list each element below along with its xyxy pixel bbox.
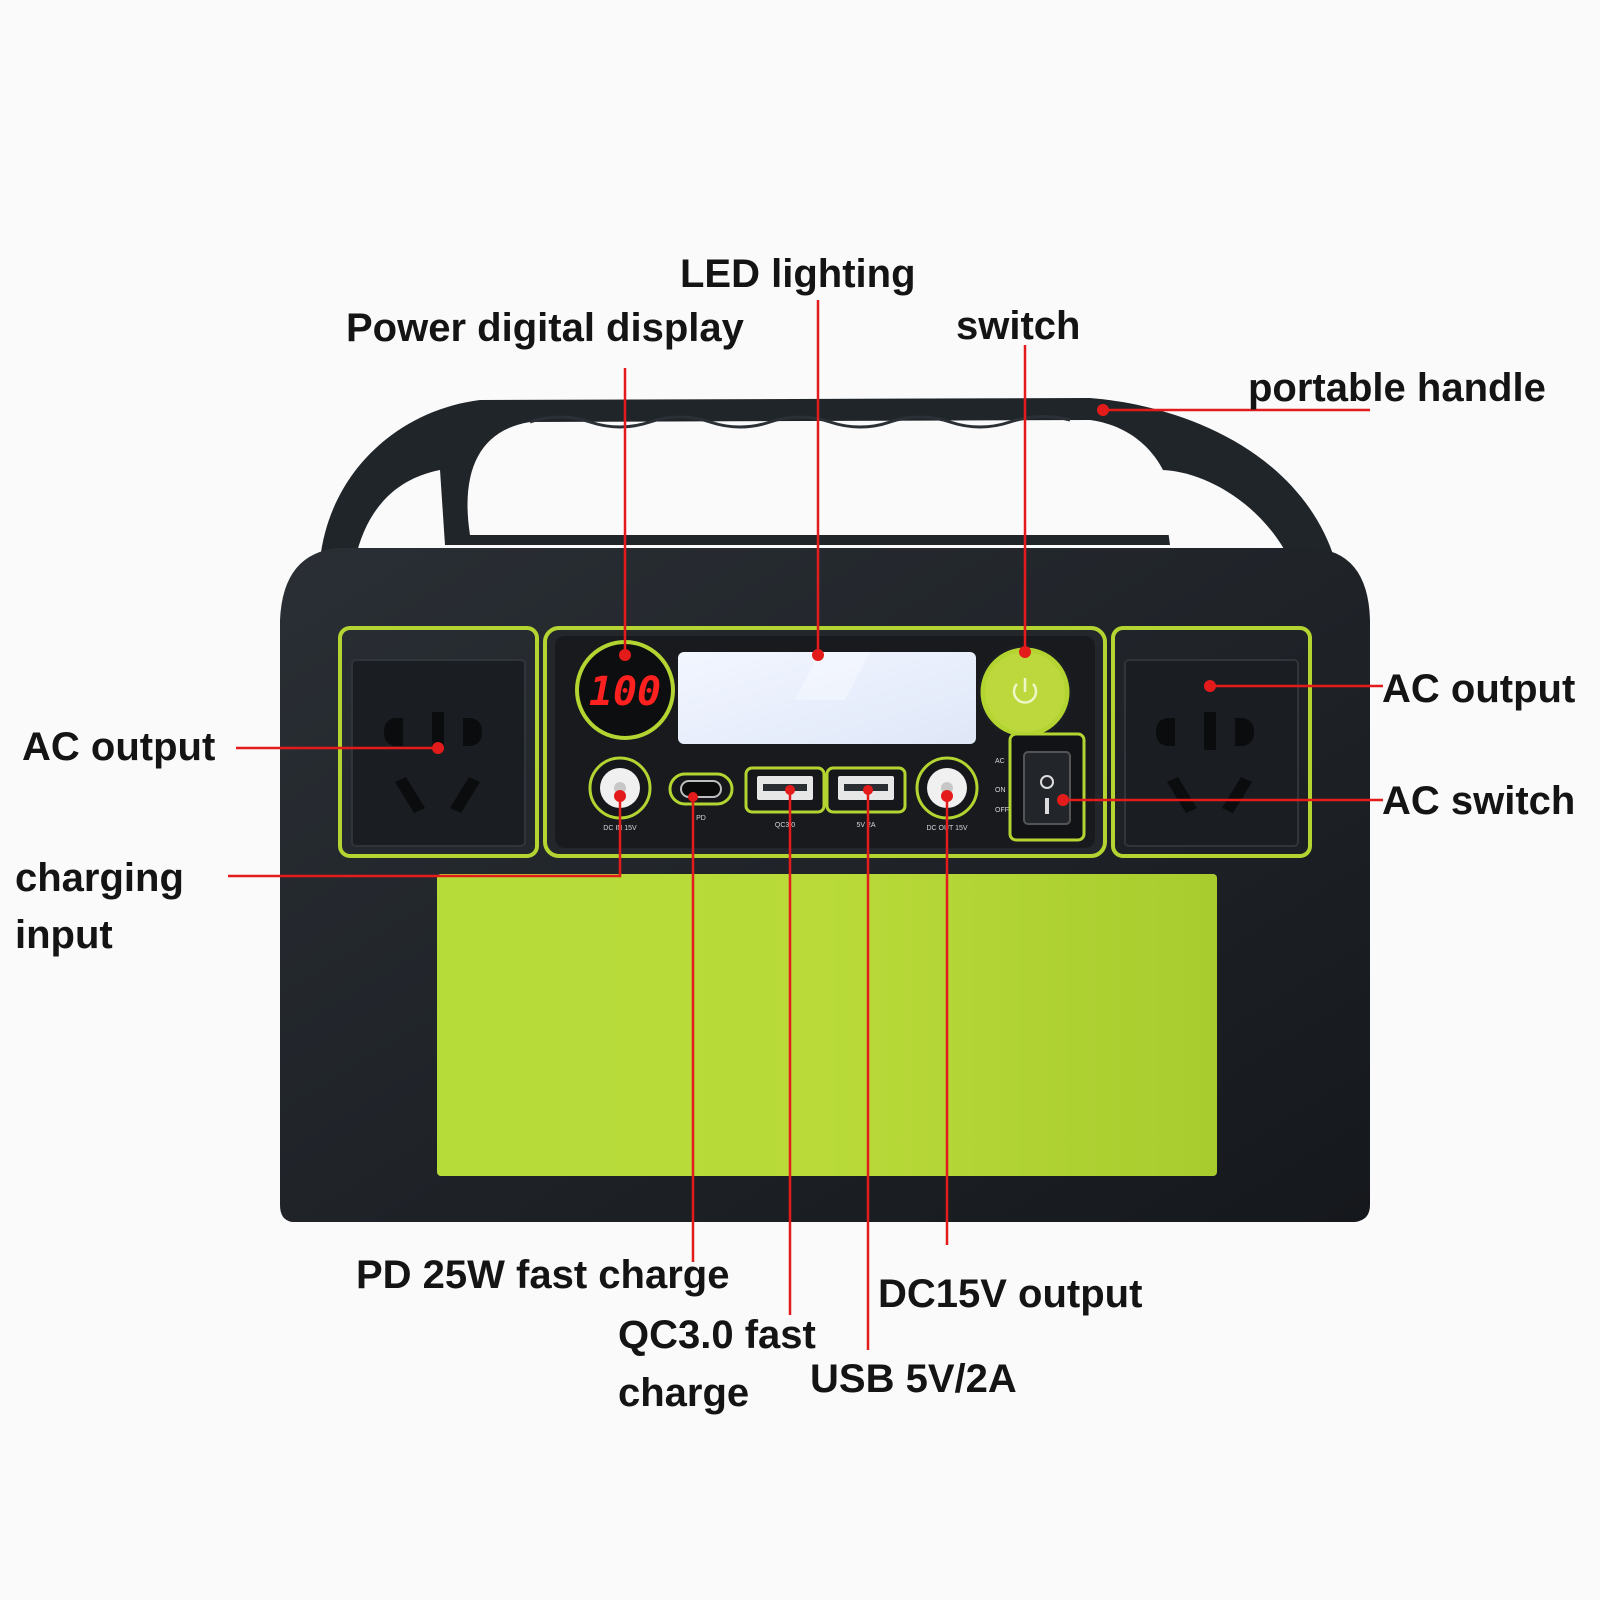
label-qc-fast-charge-line2: charge — [618, 1371, 749, 1415]
ac-socket-left — [338, 626, 539, 858]
pd-usb-c-port[interactable]: PD — [668, 772, 734, 822]
ac-rocker-switch[interactable]: AC ON OFF — [995, 732, 1086, 842]
callout-lines — [228, 300, 1383, 1350]
label-ac-output-right: AC output — [1382, 667, 1575, 711]
label-ac-switch: AC switch — [1382, 779, 1575, 823]
label-portable-handle: portable handle — [1248, 366, 1546, 410]
led-light-panel — [678, 652, 976, 744]
ac-socket-right — [1111, 626, 1312, 858]
control-panel: 100 AC ON OFF DC — [543, 626, 1107, 858]
rocker-label-on: ON — [995, 787, 1006, 794]
rocker-label-off: OFF — [995, 807, 1009, 814]
dc-input-port[interactable]: DC IN 15V — [588, 756, 652, 832]
front-green-panel — [437, 874, 1217, 1176]
switch-off-icon — [1040, 775, 1054, 789]
dc-output-port[interactable]: DC OUT 15V — [915, 756, 979, 832]
power-icon — [1012, 678, 1038, 704]
label-usb-5v-2a: USB 5V/2A — [810, 1357, 1017, 1401]
power-switch-button[interactable] — [977, 644, 1073, 740]
portable-handle — [320, 398, 1335, 560]
label-switch: switch — [956, 304, 1080, 348]
usb-port-label: 5V 2A — [856, 822, 875, 829]
power-digital-display: 100 — [575, 640, 675, 740]
pd-port-label: PD — [696, 815, 706, 822]
socket-holes-left-icon — [384, 712, 482, 813]
label-dc15v-output: DC15V output — [878, 1272, 1142, 1316]
label-pd-fast-charge: PD 25W fast charge — [356, 1253, 729, 1297]
label-power-digital-display: Power digital display — [346, 306, 745, 350]
label-led-lighting: LED lighting — [680, 252, 916, 296]
qc-port-label: QC3.0 — [775, 822, 795, 829]
label-ac-output-left: AC output — [22, 725, 215, 769]
label-charging-input-line2: input — [15, 913, 113, 957]
display-reading: 100 — [589, 669, 661, 715]
callout-labels: LED lighting Power digital display switc… — [15, 252, 1575, 1415]
rocker-label-ac: AC — [995, 758, 1005, 765]
switch-on-icon — [1045, 798, 1049, 814]
label-charging-input-line1: charging — [15, 856, 184, 900]
label-qc-fast-charge-line1: QC3.0 fast — [618, 1313, 816, 1357]
socket-holes-right-icon — [1156, 712, 1254, 813]
